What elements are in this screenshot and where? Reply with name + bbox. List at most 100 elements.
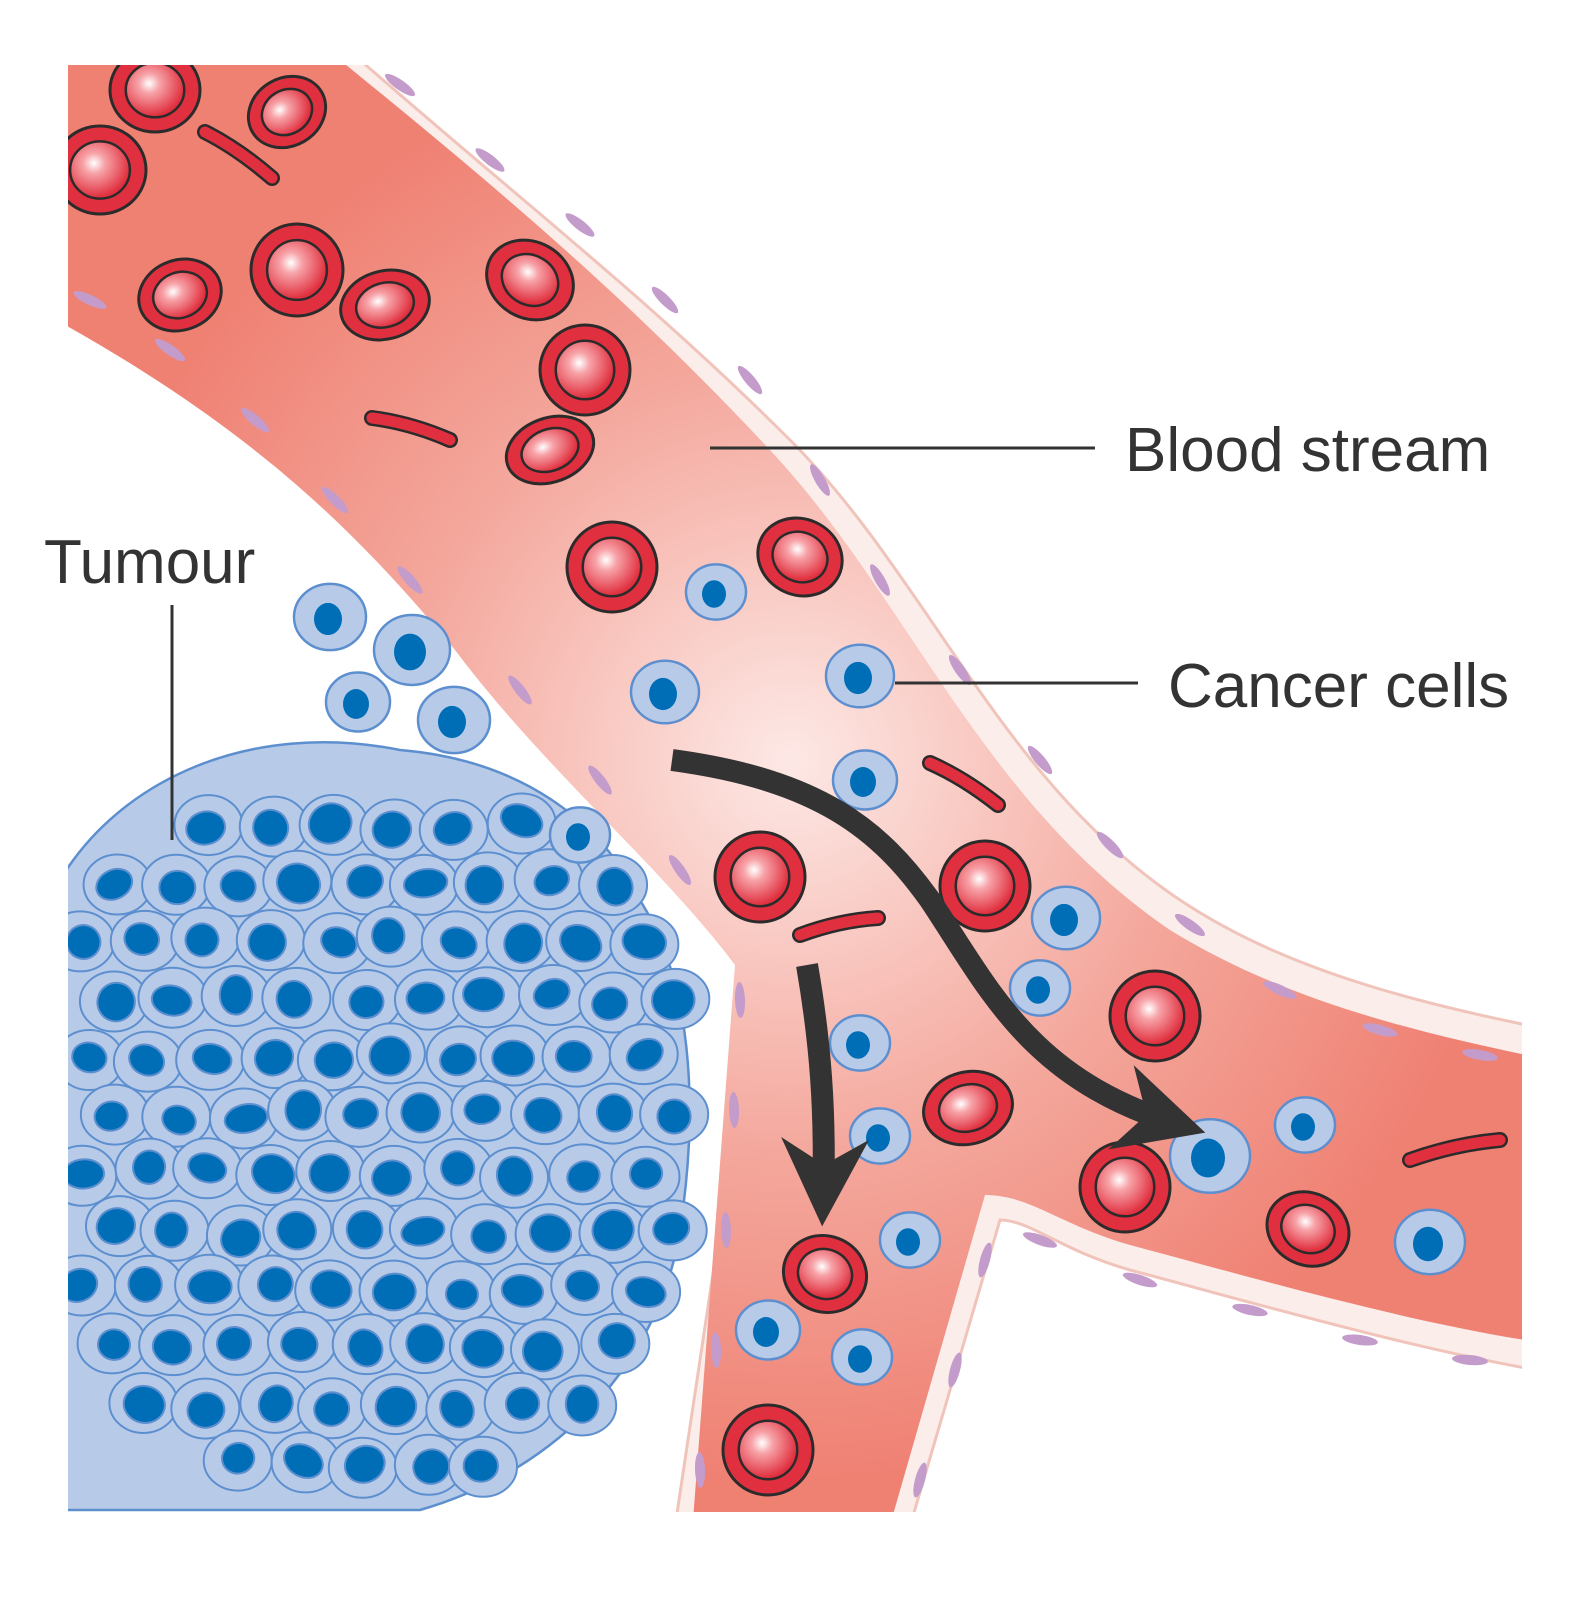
red-blood-cell <box>137 257 223 333</box>
tumour-cell <box>239 1371 310 1434</box>
cancer-cell <box>830 1328 894 1386</box>
tumour-cell <box>425 1260 496 1323</box>
tumour-cell <box>420 910 491 973</box>
tumour-cell <box>331 1197 402 1260</box>
tumour-cell <box>202 1313 273 1376</box>
cancer-cell <box>1008 959 1072 1017</box>
red-blood-cell <box>756 516 844 598</box>
platelets <box>197 124 1508 1168</box>
tumour-cell <box>173 794 244 857</box>
tumour-cell <box>200 965 271 1028</box>
tumour-cell <box>82 853 153 916</box>
tumour-cell <box>355 905 426 968</box>
tumour-cell <box>479 1146 550 1209</box>
cancer-cell <box>1393 1208 1467 1276</box>
tumour-cell <box>68 1254 117 1317</box>
tumour-cell <box>358 1144 429 1207</box>
cancer-cell <box>734 1299 802 1361</box>
tumour-cell <box>208 1087 279 1150</box>
red-blood-cell <box>721 1403 815 1497</box>
tumour-cell <box>76 1312 147 1375</box>
tumour-cell <box>488 1262 559 1325</box>
red-blood-cell <box>713 830 807 924</box>
tumour-cell <box>235 909 306 972</box>
tumour-cell <box>205 1204 276 1267</box>
tumour-cell <box>359 798 430 861</box>
tumour-cell <box>84 1195 155 1258</box>
tumour-cell <box>640 967 711 1030</box>
tumour-cell <box>237 1254 308 1317</box>
tumour-cell <box>510 1083 581 1146</box>
tumour-cell <box>297 1377 368 1440</box>
tumour-cell <box>355 1022 426 1085</box>
tumour-cell <box>175 1028 246 1091</box>
blood-stream-label: Blood stream <box>1125 416 1491 485</box>
tumour-cell <box>138 1314 209 1377</box>
tumour-mass <box>68 741 711 1512</box>
tumour-cell <box>202 1429 273 1492</box>
tumour-cell <box>608 1023 679 1086</box>
cancer-cell <box>828 1014 892 1072</box>
tumour-cell <box>578 971 649 1034</box>
tumour-cell <box>170 906 241 969</box>
tumour-cell <box>261 966 332 1029</box>
wall-cell-nuclei <box>73 73 1498 1498</box>
tumour-cell <box>450 1079 521 1142</box>
tumour-cell <box>548 1143 619 1206</box>
tumour-cell <box>550 1253 621 1316</box>
tumour-cell <box>68 910 116 973</box>
spread-arrow-branch <box>781 963 870 1227</box>
tumour-cell <box>359 1373 430 1436</box>
tumour-cell <box>388 1197 459 1260</box>
cancer-cell <box>629 659 701 725</box>
tumour-cell <box>452 966 523 1029</box>
red-blood-cells <box>68 65 1351 1497</box>
red-blood-cell <box>108 65 202 134</box>
red-blood-cell <box>1265 1190 1351 1268</box>
tumour-cell <box>423 1137 494 1200</box>
tumour-cell <box>418 798 489 861</box>
tumour-cell <box>330 853 401 916</box>
tumour-cell <box>358 1259 429 1322</box>
cancer-cell <box>416 685 492 755</box>
tumour-cell <box>238 795 309 858</box>
tumour-cell <box>235 1144 306 1207</box>
tumour-cell <box>141 853 212 916</box>
cancer-cell <box>324 671 392 733</box>
tumour-cell <box>267 1079 338 1142</box>
tumour-cell <box>578 1201 649 1264</box>
red-blood-cell <box>485 238 575 322</box>
tumour-cell <box>448 1435 519 1498</box>
tumour-cell <box>112 1030 183 1093</box>
tumour-cell <box>79 1083 150 1146</box>
tumour-cell <box>324 1085 395 1148</box>
tumour-cell <box>580 1312 651 1375</box>
tumour-cell <box>388 853 459 916</box>
tumour-cell <box>452 851 523 914</box>
red-blood-cell <box>504 414 596 486</box>
tumour-cell <box>170 1377 241 1440</box>
tumour-cell <box>332 968 403 1031</box>
cancer-cells-label: Cancer cells <box>1168 652 1510 721</box>
tumour-cell <box>139 1199 210 1262</box>
tumour-cell <box>68 1144 118 1207</box>
tumour-cell <box>203 855 274 918</box>
tumour-cell <box>450 1203 521 1266</box>
tumour-cell <box>637 1199 708 1262</box>
red-blood-cell <box>538 323 632 417</box>
tumour-cell <box>262 1198 333 1261</box>
tumour-cell <box>78 970 149 1033</box>
tumour-cell <box>262 849 333 912</box>
spread-arrow-main <box>670 749 1206 1150</box>
tumour-cell <box>298 793 369 856</box>
tumour-cell <box>577 1082 648 1145</box>
tumour-cell <box>485 909 556 972</box>
red-blood-cell <box>249 222 345 318</box>
tumour-cell <box>425 1378 496 1441</box>
tumour-cell <box>393 1433 464 1496</box>
red-blood-cell <box>1108 969 1202 1063</box>
tumour-cell <box>639 1083 710 1146</box>
tumour-cell <box>141 1085 212 1148</box>
tumour-cell <box>137 966 208 1029</box>
cancer-cell <box>292 582 368 652</box>
